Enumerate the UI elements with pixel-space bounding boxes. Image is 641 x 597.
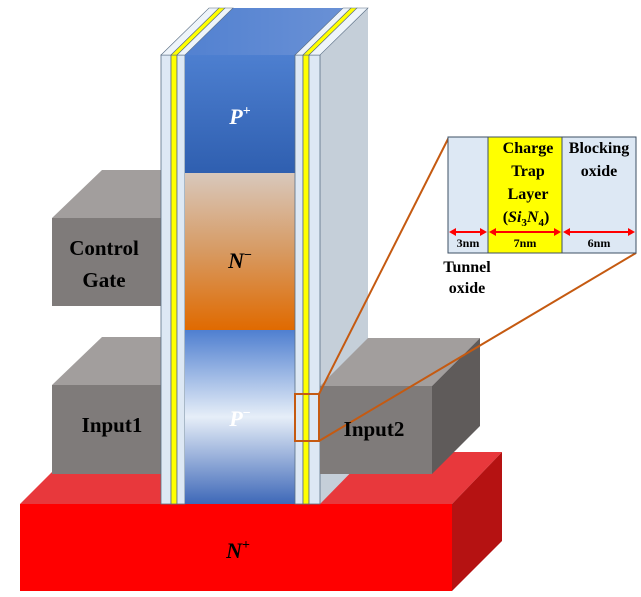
dim-blocking: 6nm [588, 236, 611, 250]
substrate-side-face [452, 452, 502, 591]
label-input1: Input1 [82, 413, 143, 437]
label-p-minus: P− [228, 406, 250, 431]
input1-front [52, 385, 164, 474]
inset-trap-layer [487, 136, 563, 254]
label-input2: Input2 [344, 417, 405, 441]
zoom-callout [294, 136, 637, 442]
trap-label-line3: Layer [508, 186, 549, 203]
dimension-arrows [449, 228, 635, 236]
label-p-plus: P+ [228, 104, 250, 129]
layer-stack-inset: Charge Trap Layer (Si3N4) Blocking oxide… [447, 136, 637, 254]
region-n-minus [185, 173, 295, 330]
trap-label-line2: Trap [511, 163, 545, 180]
input2-side [432, 338, 480, 474]
zoom-line-top [318, 136, 450, 395]
tunnel-label-line2: oxide [449, 280, 485, 297]
label-control-gate-1: Control [69, 236, 139, 260]
right-tunnel-oxide [294, 54, 304, 505]
input2-gate [320, 338, 480, 474]
left-trap-layer [170, 54, 178, 505]
input2-top [320, 338, 480, 386]
region-p-plus [185, 55, 295, 173]
control-gate-front [52, 218, 164, 306]
blocking-label-line1: Blocking [569, 140, 629, 157]
left-blocking-oxide [176, 54, 186, 505]
label-n-plus: N+ [225, 538, 250, 563]
right-trap-layer [302, 54, 310, 505]
tunnel-label-line1: Tunnel [443, 259, 491, 276]
zoom-box [294, 393, 320, 442]
dim-trap: 7nm [514, 236, 537, 250]
region-p-minus [185, 330, 295, 504]
dim-tunnel: 3nm [457, 236, 480, 250]
trap-label-line1: Charge [503, 140, 554, 157]
substrate-front-face [20, 504, 452, 591]
zoom-line-bottom [318, 252, 637, 442]
left-tunnel-oxide [160, 54, 172, 505]
blocking-label-line2: oxide [581, 163, 617, 180]
label-n-minus: N− [227, 248, 252, 273]
label-control-gate-2: Gate [82, 268, 125, 292]
inset-blocking-oxide [561, 136, 637, 254]
trap-formula: (Si3N4) [503, 209, 550, 229]
